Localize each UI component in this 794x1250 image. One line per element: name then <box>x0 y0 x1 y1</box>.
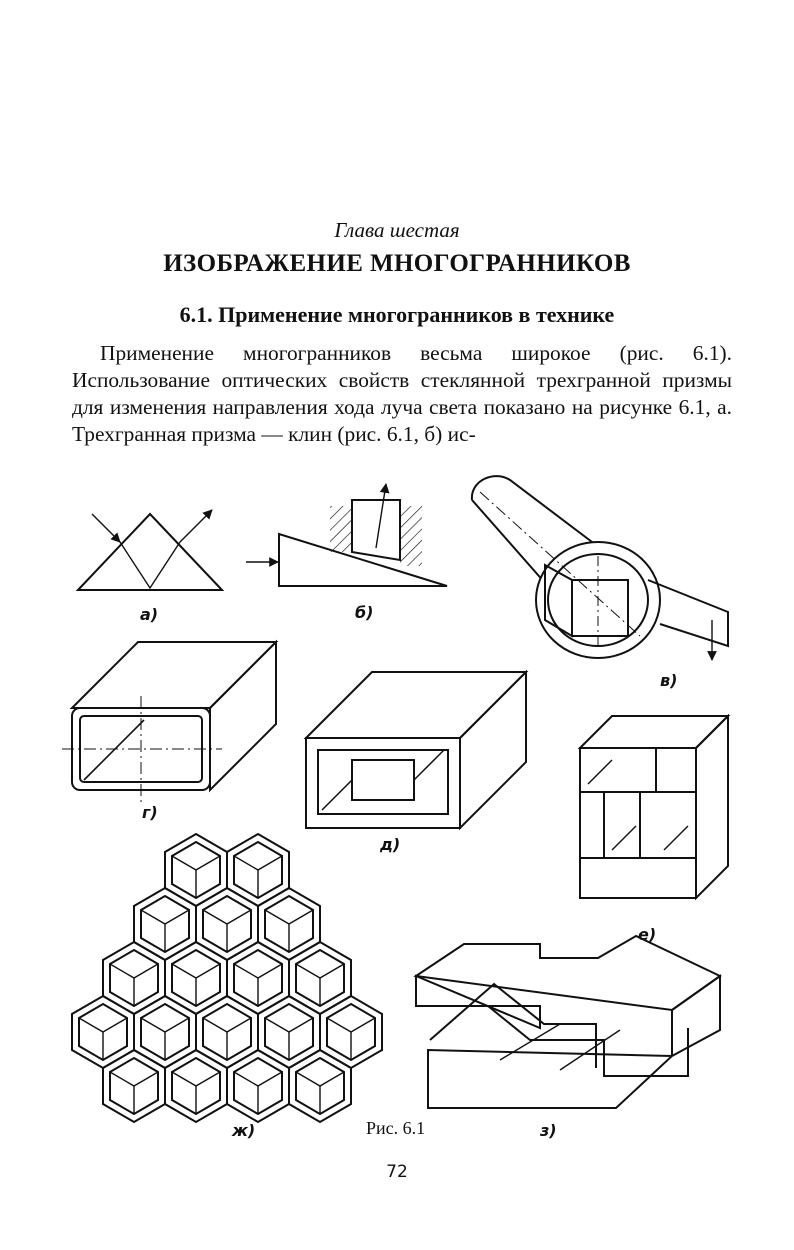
figure-caption: Рис. 6.1 <box>366 1118 425 1138</box>
label-g: г) <box>142 803 158 822</box>
section-title: 6.1. Применение многогранников в технике <box>179 302 615 327</box>
body-paragraph: Применение многогранников весьма широкое… <box>72 341 732 446</box>
label-a: а) <box>140 605 158 624</box>
tube-drawing <box>62 639 279 802</box>
prism-drawing <box>75 509 225 591</box>
label-b: б) <box>355 603 373 622</box>
cabinet-drawing <box>577 713 731 901</box>
page-number: 72 <box>386 1162 408 1182</box>
label-d: д) <box>379 835 400 854</box>
chapter-label: Глава шестая <box>334 218 460 242</box>
label-z: з) <box>539 1121 557 1140</box>
guide-block-drawing <box>413 934 722 1109</box>
wedge-drawing <box>246 483 448 587</box>
label-zh: ж) <box>231 1121 255 1140</box>
chapter-title: ИЗОБРАЖЕНИЕ МНОГОГРАННИКОВ <box>163 250 631 277</box>
roller-drawing <box>470 475 729 661</box>
i-beam-drawing <box>303 669 529 831</box>
label-v: в) <box>660 671 677 690</box>
figure-6-1: а) б) в) <box>62 475 731 1140</box>
